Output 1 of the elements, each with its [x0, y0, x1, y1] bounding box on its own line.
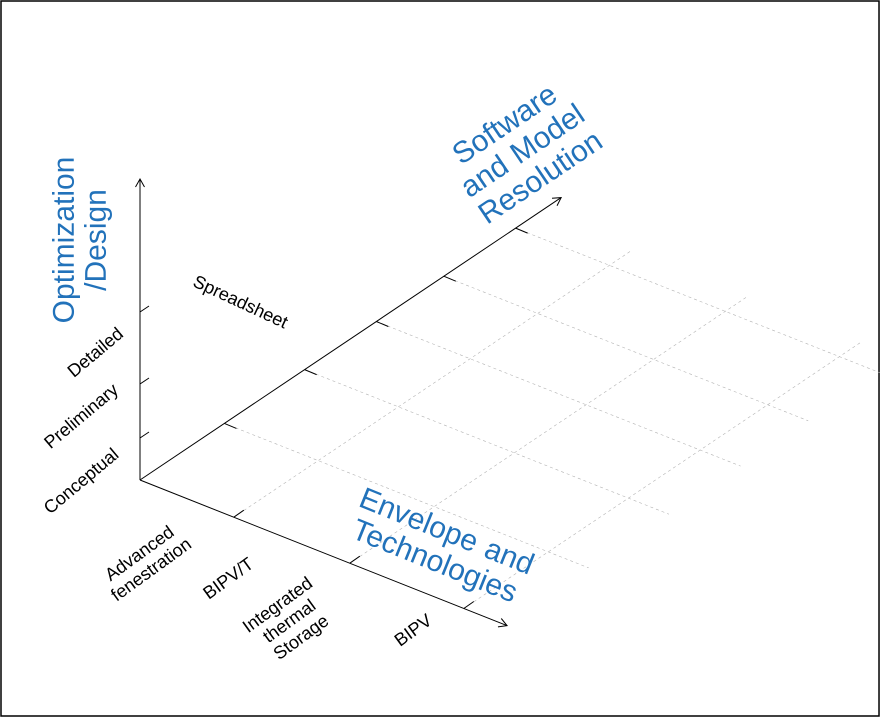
axis-title: Optimization /Design [52, 158, 112, 322]
